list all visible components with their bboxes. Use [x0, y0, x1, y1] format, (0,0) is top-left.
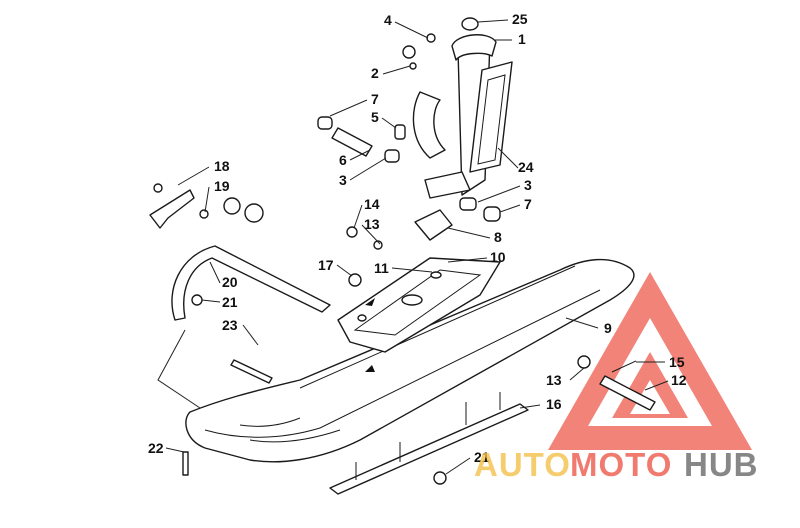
ski-saddle — [337, 257, 501, 372]
callout-12: 12 — [671, 372, 687, 388]
callout-22: 22 — [148, 440, 164, 456]
callout-13-lower: 13 — [546, 372, 562, 388]
callout-9: 9 — [604, 320, 612, 336]
callout-15: 15 — [669, 354, 685, 370]
ski — [185, 258, 635, 463]
spindle-decal — [469, 61, 513, 173]
callout-24: 24 — [518, 159, 534, 175]
watermark-text: AUTO MOTO HUB — [474, 446, 759, 483]
callout-2: 2 — [371, 65, 379, 81]
callout-14: 14 — [364, 196, 380, 212]
callout-11: 11 — [374, 260, 389, 276]
callout-16: 16 — [546, 396, 562, 412]
ski-loop — [171, 245, 331, 321]
callout-5: 5 — [371, 109, 379, 125]
callout-21-upper: 21 — [222, 294, 238, 310]
watermark-hub: HUB — [684, 446, 759, 483]
callout-7-right: 7 — [524, 196, 532, 212]
callout-19: 19 — [214, 178, 230, 194]
callout-7-top: 7 — [371, 91, 379, 107]
bracket — [149, 183, 264, 229]
callout-1: 1 — [518, 31, 526, 47]
watermark-moto: MOTO — [570, 446, 672, 483]
callout-8: 8 — [494, 229, 502, 245]
leader-lines — [157, 19, 669, 475]
watermark-auto: AUTO — [474, 446, 571, 483]
callout-4: 4 — [384, 12, 392, 28]
callout-17: 17 — [318, 257, 334, 273]
callout-10: 10 — [490, 249, 506, 265]
callout-23: 23 — [222, 317, 238, 333]
bushings — [317, 116, 501, 241]
wear-bar — [329, 392, 529, 495]
callout-labels: 25 1 4 2 7 5 6 3 24 18 19 3 7 14 13 8 17… — [148, 11, 687, 465]
callout-20: 20 — [222, 274, 238, 290]
callout-25: 25 — [512, 11, 528, 27]
callout-13-top: 13 — [364, 216, 380, 232]
callout-6: 6 — [339, 152, 347, 168]
watermark-logo — [548, 272, 752, 450]
callout-3-left: 3 — [339, 172, 347, 188]
callout-18: 18 — [214, 158, 230, 174]
bolts — [182, 359, 656, 476]
callout-21-lower: 21 — [474, 449, 490, 465]
callout-3-right: 3 — [524, 177, 532, 193]
